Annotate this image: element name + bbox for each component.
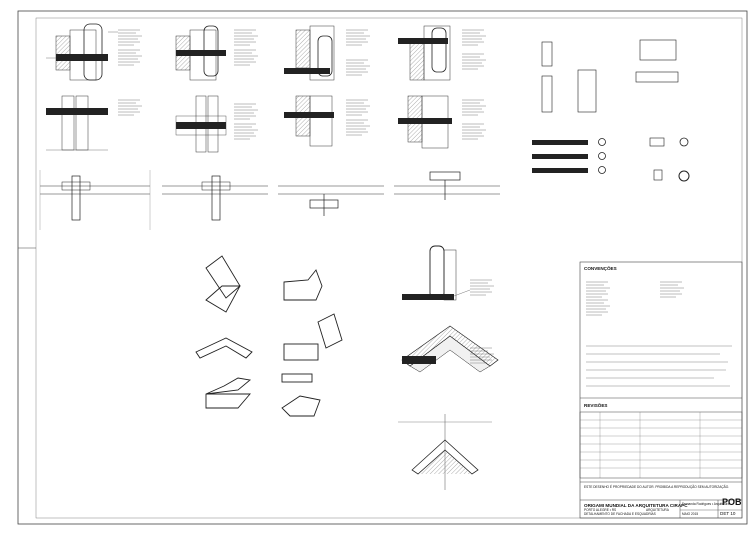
project-location: PORTO ALEGRE • RS [584, 508, 617, 512]
detail-wall-section-4 [398, 25, 487, 81]
detail-profile-elevation [541, 41, 597, 113]
drawing-date: MAIO 2015 [682, 512, 699, 516]
project-title: ORIGAMI MUNDIAL DA ARQUITETURA CIRAPC [584, 503, 688, 508]
detail-assembly-section [401, 245, 499, 373]
title-block [579, 261, 743, 519]
detail-plan-3 [278, 185, 384, 216]
office-logo: POB [722, 497, 742, 507]
author-name: Fernanda Rodrigues • Arquitetura [682, 502, 730, 506]
detail-bar-schedule [532, 138, 606, 174]
detail-wall-section-8 [398, 95, 487, 149]
sheet-inner-border [35, 17, 743, 519]
detail-wall-section-1 [46, 23, 143, 81]
sheet-border [17, 10, 748, 525]
detail-wall-section-6 [175, 95, 259, 153]
detail-fold-isometric-2 [195, 337, 253, 359]
detail-plan-1 [39, 170, 151, 230]
footer-note: ESTE DESENHO É PROPRIEDADE DO AUTOR. PRO… [584, 485, 730, 489]
revisions-heading: REVISÕES [584, 403, 608, 408]
detail-corner-plan [398, 414, 492, 490]
detail-wall-section-5 [46, 95, 143, 151]
discipline-label: ARQUITETURA [646, 508, 669, 512]
detail-plan-4 [394, 171, 500, 200]
detail-anchor-sketch [649, 137, 690, 182]
detail-plan-2 [162, 175, 268, 221]
detail-wall-section-3 [284, 25, 371, 81]
sheet-number: DET 10 [720, 511, 736, 516]
drawing-title: DETALHAMENTO DE FACHADA E ESQUADRIAS [584, 512, 656, 516]
detail-fold-isometric-3 [205, 377, 252, 409]
detail-wall-section-7 [284, 95, 371, 147]
notes-heading: CONVENÇÕES [584, 266, 617, 271]
detail-fold-isometric-1 [205, 255, 241, 313]
detail-plate-views [635, 39, 679, 83]
detail-wall-section-2 [175, 25, 259, 81]
detail-fold-plates [281, 269, 343, 417]
